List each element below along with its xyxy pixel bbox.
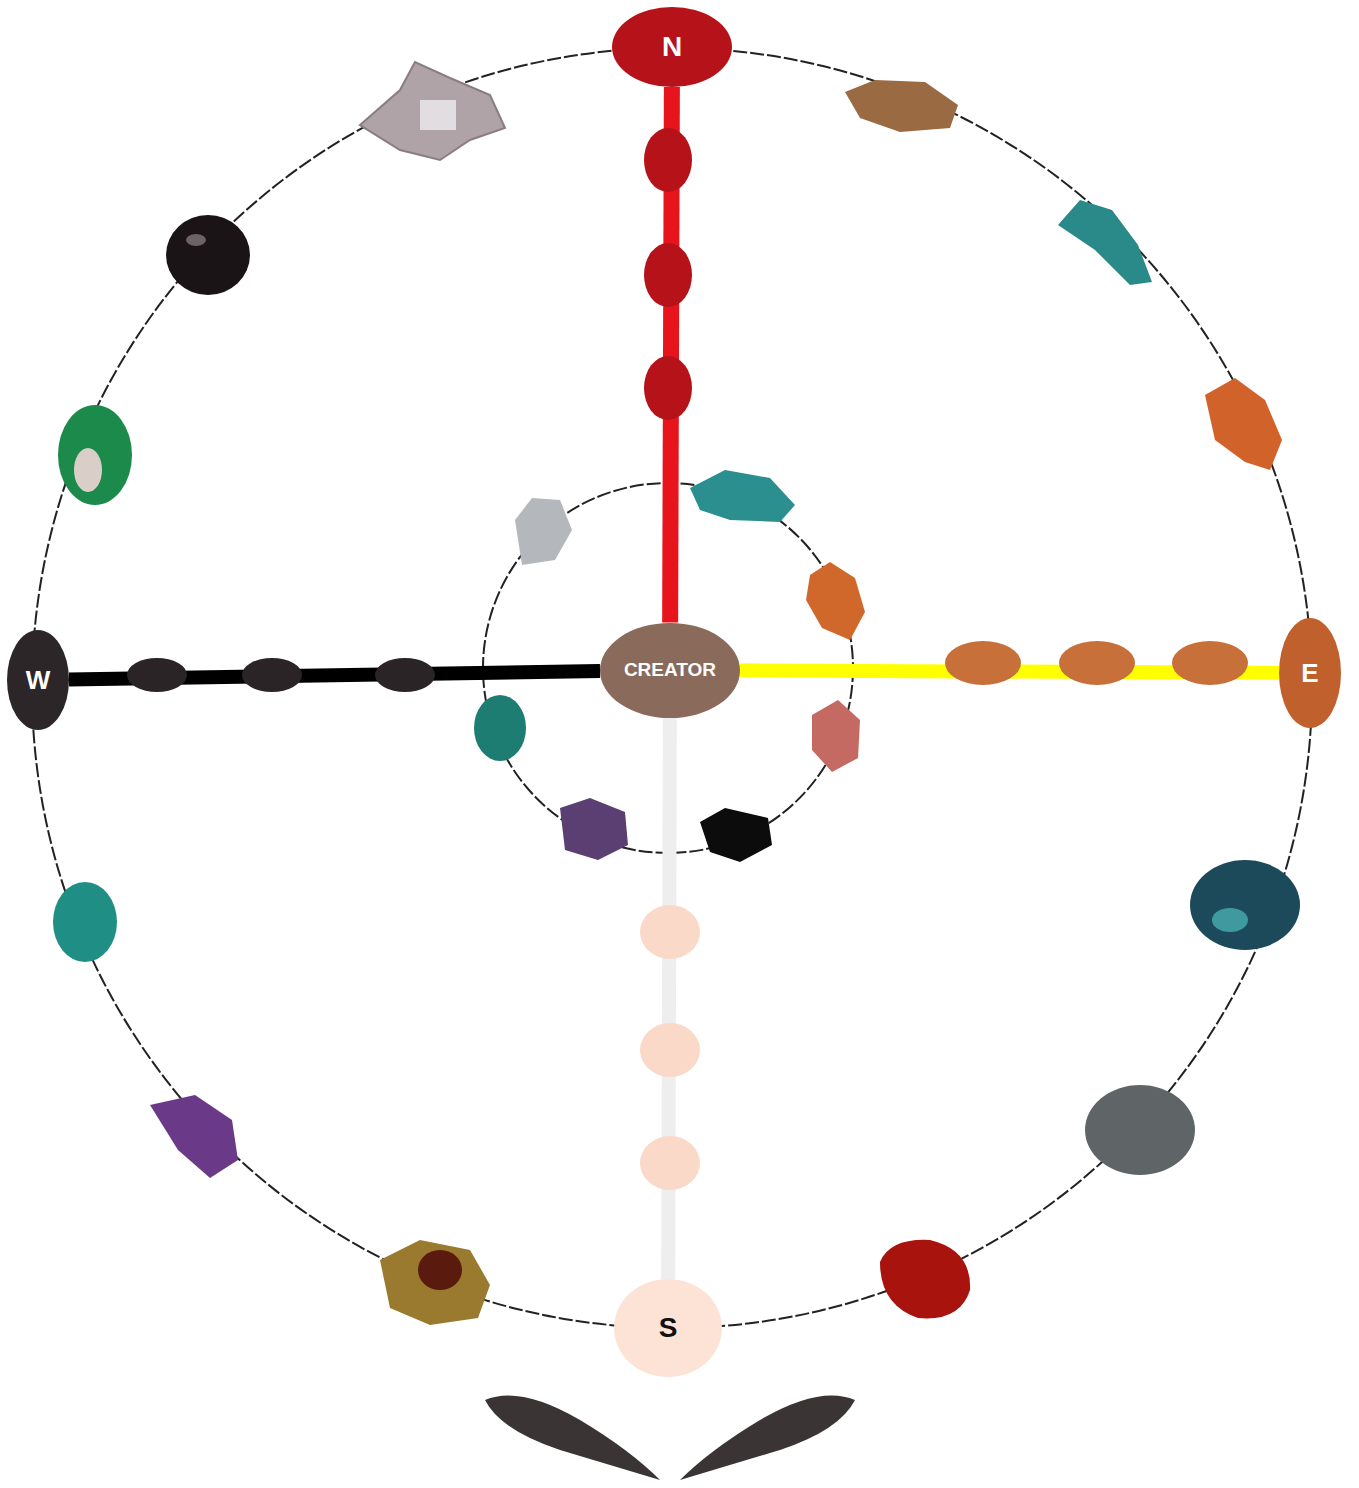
black-stone bbox=[375, 658, 435, 692]
amethyst-stone bbox=[150, 1095, 238, 1178]
orange-calcite-stone bbox=[1205, 378, 1282, 470]
node-label: W bbox=[26, 666, 51, 695]
obsidian-stone bbox=[700, 808, 772, 862]
red-jasper-stone bbox=[644, 243, 692, 307]
south-stone: S bbox=[614, 1279, 722, 1377]
brown-stone bbox=[845, 80, 958, 132]
sunstone bbox=[945, 641, 1021, 685]
grey-stone bbox=[515, 498, 572, 565]
garnet-matrix bbox=[380, 1240, 490, 1325]
stone-shine bbox=[186, 234, 206, 246]
quartz-stone bbox=[360, 62, 505, 160]
stone-body bbox=[614, 1279, 722, 1377]
feather bbox=[485, 1396, 660, 1481]
west-stone: W bbox=[7, 630, 69, 730]
sunstone bbox=[1172, 641, 1248, 685]
labradorite-stone bbox=[1085, 1085, 1195, 1175]
direction-spoke bbox=[668, 717, 670, 1279]
stone-body bbox=[7, 630, 69, 730]
node-label: S bbox=[659, 1313, 678, 1344]
carnelian-stone bbox=[880, 1240, 970, 1319]
orange-stone bbox=[806, 562, 865, 640]
black-stone bbox=[127, 658, 187, 692]
node-label: E bbox=[1301, 659, 1318, 688]
shell-stone bbox=[640, 1136, 700, 1190]
north-stone: N bbox=[612, 7, 732, 87]
stone-body bbox=[612, 7, 732, 87]
stone-body bbox=[1279, 618, 1341, 728]
stone-body bbox=[600, 623, 740, 718]
red-jasper-stone bbox=[644, 128, 692, 192]
red-jasper-stone bbox=[644, 356, 692, 420]
turquoise-stone bbox=[53, 882, 117, 962]
shell-stone bbox=[640, 1023, 700, 1077]
amethyst-stone bbox=[560, 798, 628, 860]
creator-stone: CREATOR bbox=[600, 623, 740, 718]
teal-stone bbox=[474, 695, 526, 761]
malachite-band bbox=[74, 448, 102, 492]
sunstone bbox=[1059, 641, 1135, 685]
azurite-stone bbox=[1190, 860, 1300, 950]
black-stone bbox=[242, 658, 302, 692]
shell-stone bbox=[640, 905, 700, 959]
node-label: CREATOR bbox=[624, 660, 716, 681]
quartz-facet bbox=[420, 100, 456, 130]
stone-shine bbox=[1212, 908, 1248, 932]
node-label: N bbox=[662, 32, 682, 63]
turquoise-stone bbox=[690, 470, 795, 522]
east-stone: E bbox=[1279, 618, 1341, 728]
obsidian-stone bbox=[166, 215, 250, 295]
rhodonite-stone bbox=[812, 700, 860, 772]
malachite-stone bbox=[58, 405, 132, 505]
feather bbox=[680, 1396, 855, 1481]
garnet-crystal bbox=[418, 1250, 462, 1290]
outer-circle bbox=[32, 48, 1312, 1328]
turquoise-stone bbox=[1058, 200, 1152, 285]
